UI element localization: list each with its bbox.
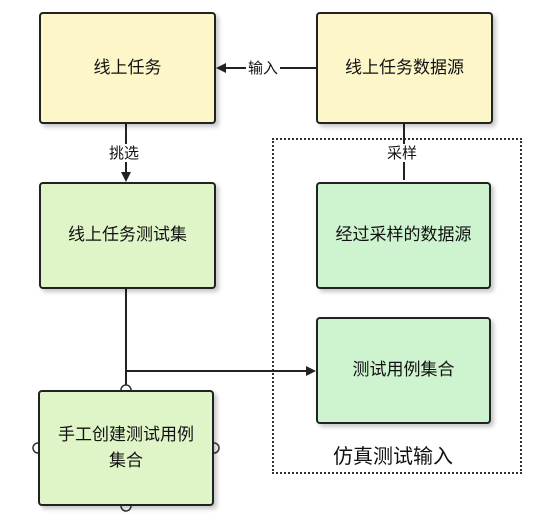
node-online-data-source[interactable]: 线上任务数据源 — [316, 12, 493, 124]
simulation-input-group — [272, 138, 522, 474]
node-sampled-data-source-label: 经过采样的数据源 — [335, 225, 472, 246]
node-online-data-source-label: 线上任务数据源 — [345, 57, 464, 78]
node-online-task[interactable]: 线上任务 — [39, 12, 216, 124]
node-manual-test-cases[interactable]: 手工创建测试用例集合 — [38, 390, 214, 506]
node-online-task-label: 线上任务 — [93, 57, 162, 78]
node-test-case-set-label: 测试用例集合 — [352, 360, 455, 381]
edge-label-input: 输入 — [246, 59, 281, 77]
node-sampled-data-source[interactable]: 经过采样的数据源 — [316, 182, 491, 289]
node-manual-test-cases-label: 手工创建测试用例集合 — [58, 424, 194, 471]
edge-label-filter: 挑选 — [107, 144, 142, 162]
node-online-test-set[interactable]: 线上任务测试集 — [39, 182, 216, 289]
group-label: 仿真测试输入 — [333, 444, 453, 468]
node-test-case-set[interactable]: 测试用例集合 — [316, 317, 491, 424]
node-online-test-set-label: 线上任务测试集 — [68, 225, 187, 246]
edge-label-sample: 采样 — [385, 144, 420, 162]
